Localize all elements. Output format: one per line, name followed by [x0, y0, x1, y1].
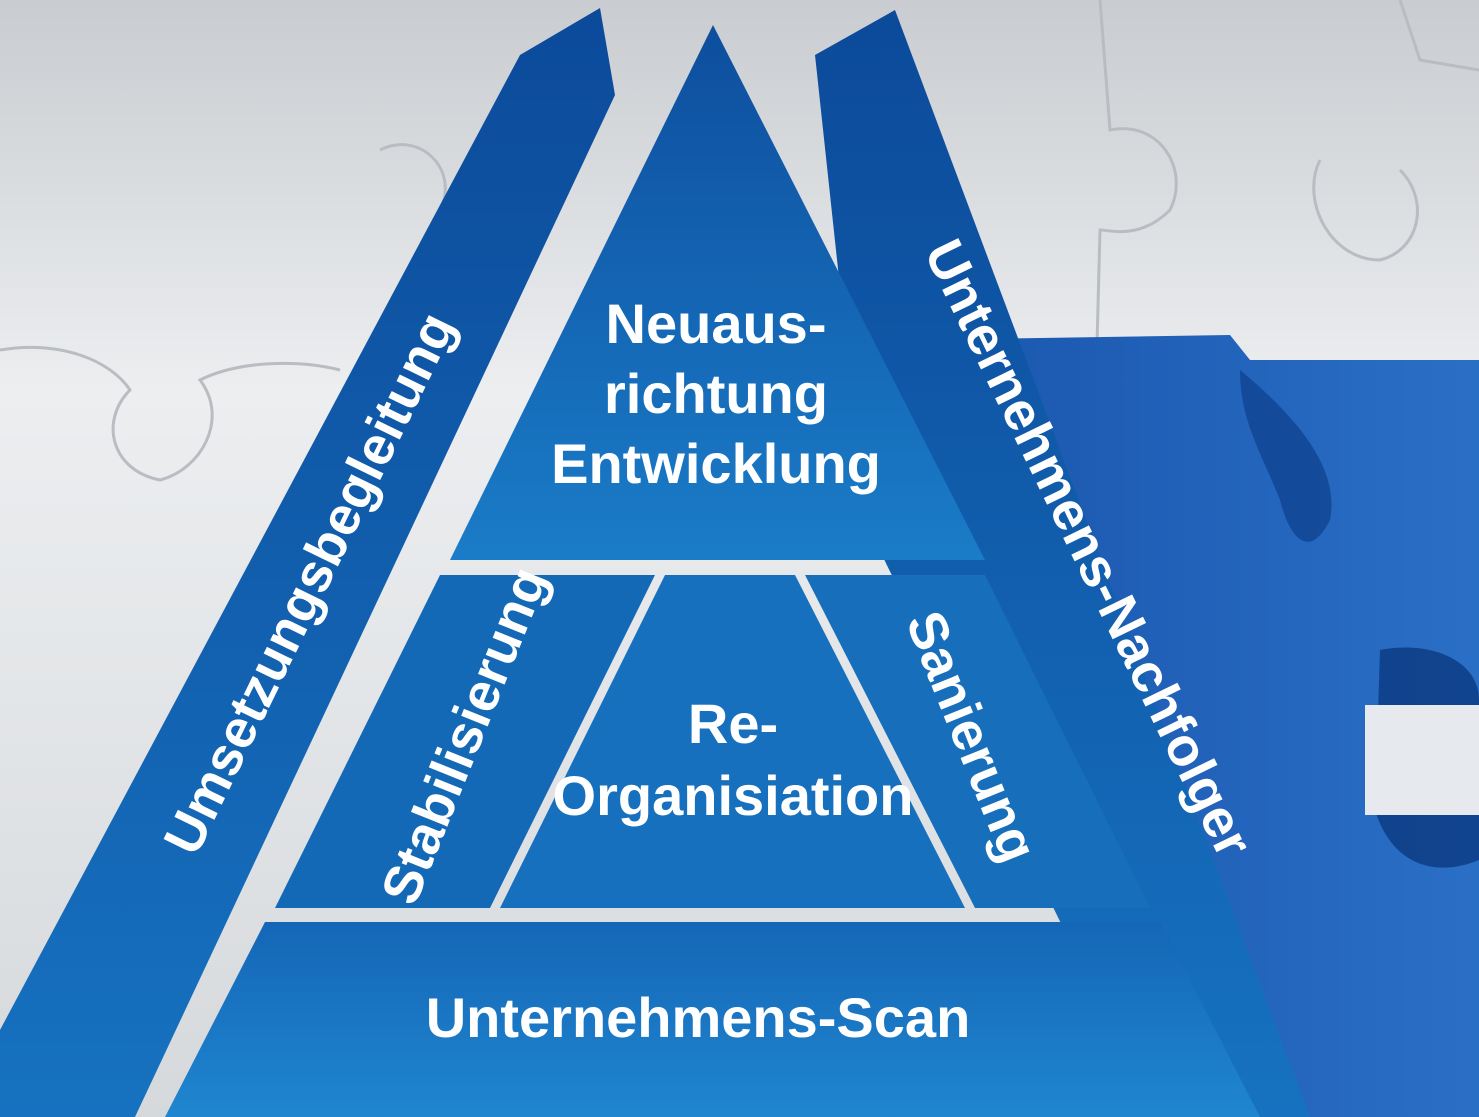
center-label-line-1: Re-: [688, 692, 778, 755]
right-pillar: [815, 10, 1310, 1117]
center-segment: [500, 575, 965, 908]
top-label-line-2: richtung: [604, 362, 828, 425]
top-segment: [450, 25, 985, 560]
center-label-line-2: Organisiation: [553, 764, 914, 827]
puzzle-seams: [0, 0, 1479, 482]
right-segment: [805, 575, 1150, 908]
top-label-line-3: Entwicklung: [551, 432, 881, 495]
left-pillar: [0, 8, 615, 1117]
base-segment: [165, 922, 1260, 1117]
top-label-line-1: Neuaus-: [606, 292, 827, 355]
base-label: Unternehmens-Scan: [426, 986, 971, 1049]
left-segment: [275, 575, 655, 908]
